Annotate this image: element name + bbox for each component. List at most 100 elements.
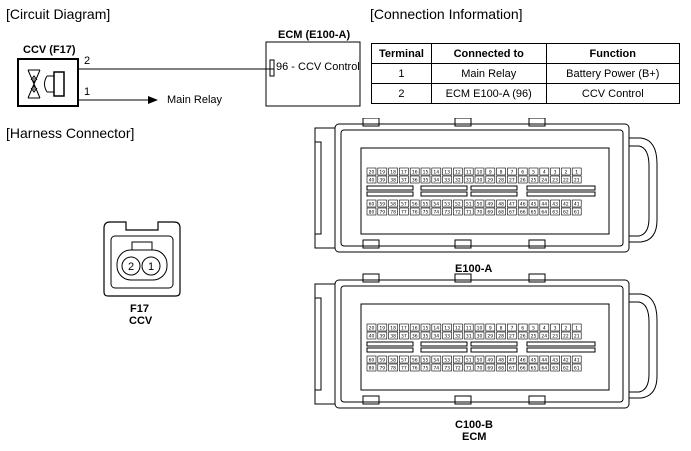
f17-pin-1: 1: [148, 261, 154, 273]
svg-text:44: 44: [541, 202, 547, 208]
ecm-pin: 8: [496, 323, 506, 332]
svg-text:32: 32: [455, 178, 461, 184]
svg-text:46: 46: [520, 358, 526, 364]
svg-text:76: 76: [412, 210, 418, 216]
ecm-pin: 52: [453, 355, 463, 364]
svg-text:30: 30: [477, 178, 483, 184]
ecm-pin: 13: [442, 323, 452, 332]
svg-text:12: 12: [455, 326, 461, 332]
svg-text:21: 21: [574, 178, 580, 184]
ecm-pin: 26: [517, 331, 528, 340]
ecm-pin: 33: [442, 331, 452, 340]
svg-text:50: 50: [477, 202, 483, 208]
svg-text:48: 48: [498, 358, 504, 364]
svg-text:20: 20: [369, 326, 375, 332]
ecm-pin: 13: [442, 167, 452, 176]
ecm-pin: 47: [507, 199, 517, 208]
svg-text:45: 45: [531, 202, 537, 208]
ecm-pin: 48: [496, 355, 506, 364]
ecm-pin: 4: [539, 323, 550, 332]
ecm-pin: 16: [409, 323, 420, 332]
svg-text:36: 36: [412, 178, 418, 184]
svg-text:77: 77: [401, 366, 407, 372]
svg-text:60: 60: [369, 202, 375, 208]
svg-text:77: 77: [401, 210, 407, 216]
circuit-diagram: [17, 41, 361, 107]
ecm-pin: 15: [420, 167, 431, 176]
ecm-pin: 39: [377, 331, 388, 340]
ecm-pin: 46: [517, 199, 528, 208]
table-row: 2 ECM E100-A (96) CCV Control: [371, 83, 681, 104]
ecm-terminal-label: 96 - CCV Control: [276, 61, 360, 73]
svg-text:78: 78: [390, 366, 396, 372]
ecm-pin: 14: [431, 167, 442, 176]
svg-text:64: 64: [541, 366, 547, 372]
svg-text:65: 65: [531, 366, 537, 372]
ecm-pin: 22: [561, 331, 571, 340]
ecm-pin: 36: [409, 331, 420, 340]
ecm-pin: 54: [431, 355, 442, 364]
table-header: Function: [545, 43, 681, 64]
svg-text:42: 42: [563, 358, 569, 364]
svg-text:37: 37: [401, 334, 407, 340]
ecm-pin: 7: [507, 323, 517, 332]
ecm-pin: 57: [399, 199, 409, 208]
svg-text:11: 11: [466, 170, 472, 176]
ecm-pin: 63: [550, 363, 560, 372]
svg-text:33: 33: [444, 334, 450, 340]
ecm-pin: 66: [517, 363, 528, 372]
ecm-pin: 33: [442, 175, 452, 184]
main-relay-label: Main Relay: [167, 94, 223, 106]
svg-text:20: 20: [369, 170, 375, 176]
f17-connector: 2 1: [103, 221, 181, 297]
svg-text:19: 19: [379, 170, 385, 176]
ecm-pin: 43: [550, 355, 560, 364]
svg-text:4: 4: [543, 170, 546, 176]
svg-text:18: 18: [390, 326, 396, 332]
svg-text:41: 41: [574, 358, 580, 364]
svg-text:12: 12: [455, 170, 461, 176]
f17-desc: CCV: [129, 315, 153, 327]
ecm-pin: 17: [399, 167, 409, 176]
svg-text:19: 19: [379, 326, 385, 332]
pin-1-label: 1: [84, 86, 91, 98]
svg-text:78: 78: [390, 210, 396, 216]
svg-text:54: 54: [433, 202, 439, 208]
ecm-pin: 4: [539, 167, 550, 176]
ecm-pin: 68: [496, 207, 506, 216]
svg-text:76: 76: [412, 366, 418, 372]
svg-text:52: 52: [455, 202, 461, 208]
svg-text:55: 55: [423, 202, 429, 208]
ecm-pin: 35: [420, 175, 431, 184]
ecm-pin: 3: [550, 167, 560, 176]
ecm-pin: 41: [571, 199, 582, 208]
table-cell: 2: [371, 83, 432, 104]
ecm-pin: 25: [528, 175, 539, 184]
table-cell: CCV Control: [545, 83, 681, 104]
ecm-pin: 60: [366, 199, 377, 208]
ecm-pin: 44: [539, 355, 550, 364]
ecm-pin: 10: [474, 167, 485, 176]
ecm-pin: 23: [550, 331, 560, 340]
ecm-pin: 5: [528, 323, 539, 332]
svg-text:23: 23: [552, 178, 558, 184]
svg-text:53: 53: [444, 202, 450, 208]
svg-text:25: 25: [531, 178, 537, 184]
ecm-pin: 49: [485, 355, 496, 364]
svg-text:80: 80: [369, 366, 375, 372]
svg-text:26: 26: [520, 334, 526, 340]
svg-text:22: 22: [563, 178, 569, 184]
ecm-pin: 61: [571, 363, 582, 372]
svg-text:69: 69: [487, 210, 493, 216]
svg-text:63: 63: [552, 210, 558, 216]
ecm-pin: 31: [463, 175, 474, 184]
ecm-pin: 77: [399, 207, 409, 216]
ecm-pin: 65: [528, 363, 539, 372]
svg-text:59: 59: [379, 202, 385, 208]
ecm-pin: 58: [388, 355, 398, 364]
ecm-pin: 62: [561, 207, 571, 216]
ecm-pin: 41: [571, 355, 582, 364]
ecm-pin: 44: [539, 199, 550, 208]
svg-text:10: 10: [477, 170, 483, 176]
